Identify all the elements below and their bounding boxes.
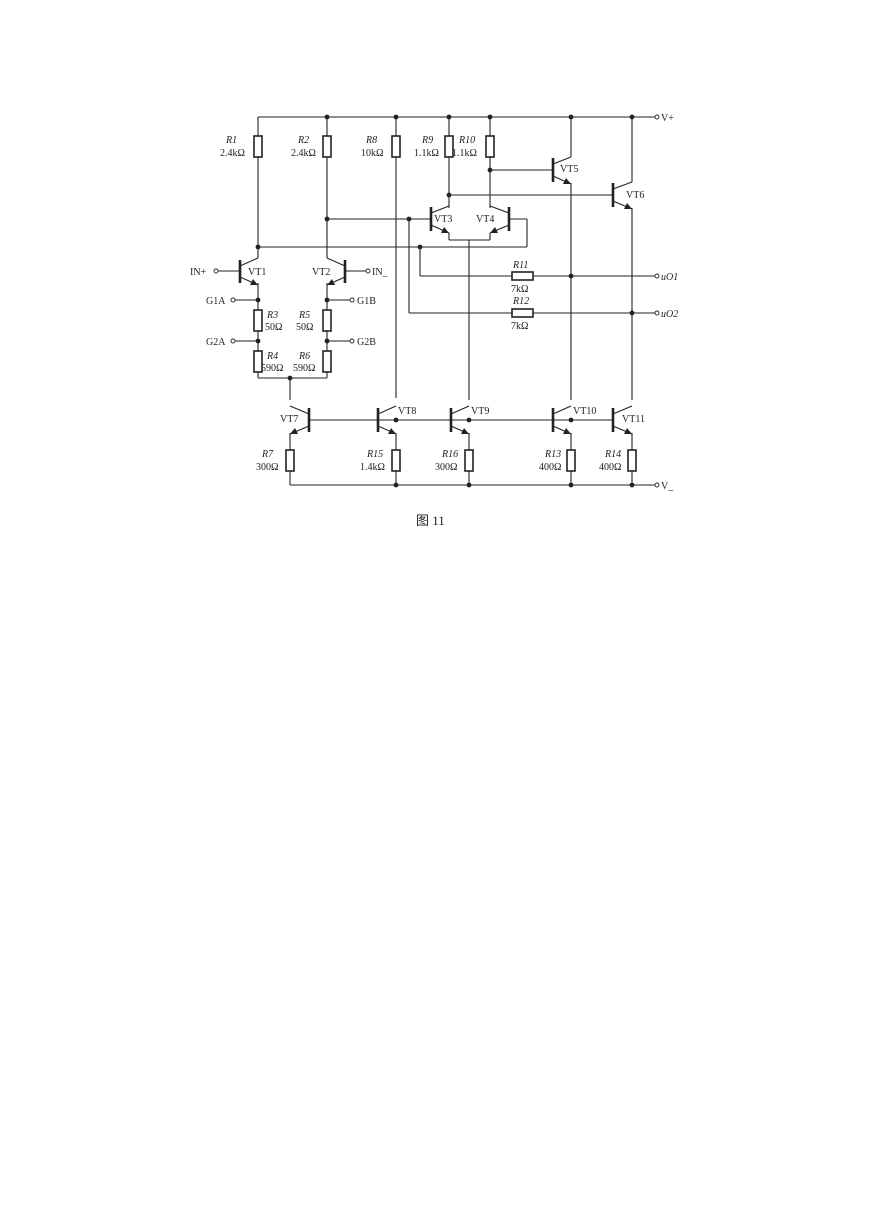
transistor-vt9 (449, 405, 470, 435)
r8-value: 10kΩ (361, 148, 383, 159)
transistor-vt5 (551, 156, 572, 185)
r6-value: 590Ω (293, 363, 315, 374)
transistor-vt3 (429, 205, 450, 234)
resistor-r12 (511, 308, 534, 318)
vt4-label: VT4 (476, 214, 494, 225)
r9-id: R9 (421, 135, 433, 146)
r16-id: R16 (441, 449, 458, 460)
label-g1b: G1B (357, 296, 376, 307)
transistor-vt2 (326, 257, 347, 286)
r15-id: R15 (366, 449, 383, 460)
junctions (255, 114, 635, 488)
r10-id: R10 (458, 135, 475, 146)
resistor-r9 (444, 135, 454, 158)
r12-value: 7kΩ (511, 321, 528, 332)
resistor-r8 (391, 135, 401, 158)
resistor-r14 (627, 449, 637, 472)
transistor-vt11 (611, 405, 633, 435)
vt3-label: VT3 (434, 214, 452, 225)
r5-id: R5 (298, 310, 310, 321)
r11-id: R11 (512, 260, 528, 271)
transistor-vt8 (376, 405, 397, 435)
r2-id: R2 (297, 135, 309, 146)
r9-value: 1.1kΩ (414, 148, 439, 159)
resistor-r16 (464, 449, 474, 472)
resistor-bodies (253, 135, 637, 472)
r10-value: 1.1kΩ (452, 148, 477, 159)
transistor-vt1 (238, 257, 259, 286)
transistor-vt10 (551, 405, 572, 435)
resistor-r6 (322, 350, 332, 373)
r1-value: 2.4kΩ (220, 148, 245, 159)
r6-id: R6 (298, 351, 310, 362)
label-uo2: uO2 (661, 309, 678, 320)
vt1-label: VT1 (248, 267, 266, 278)
label-in-pos: IN+ (190, 267, 207, 278)
resistor-r15 (391, 449, 401, 472)
label-in-neg: IN_ (372, 267, 389, 278)
label-vpos: V+ (661, 113, 674, 124)
r7-value: 300Ω (256, 462, 278, 473)
r8-id: R8 (365, 135, 377, 146)
r3-id: R3 (266, 310, 278, 321)
r4-id: R4 (266, 351, 278, 362)
r14-value: 400Ω (599, 462, 621, 473)
transistor-vt7 (289, 405, 311, 435)
label-vneg: V_ (661, 481, 674, 492)
vt11-label: VT11 (622, 414, 645, 425)
vt7-label: VT7 (280, 414, 298, 425)
transistor-vt4 (489, 205, 511, 234)
r13-id: R13 (544, 449, 561, 460)
r15-value: 1.4kΩ (360, 462, 385, 473)
resistor-r1 (253, 135, 263, 158)
vt6-label: VT6 (626, 190, 644, 201)
r3-value: 50Ω (265, 322, 282, 333)
wires (218, 116, 655, 486)
r7-id: R7 (261, 449, 274, 460)
r12-id: R12 (512, 296, 529, 307)
vt2-label: VT2 (312, 267, 330, 278)
resistor-r5 (322, 309, 332, 332)
label-g2b: G2B (357, 337, 376, 348)
resistor-r7 (285, 449, 295, 472)
label-g2a: G2A (206, 337, 226, 348)
r14-id: R14 (604, 449, 621, 460)
r4-value: 590Ω (261, 363, 283, 374)
resistor-r10 (485, 135, 495, 158)
r2-value: 2.4kΩ (291, 148, 316, 159)
label-g1a: G1A (206, 296, 226, 307)
resistor-r2 (322, 135, 332, 158)
r11-value: 7kΩ (511, 284, 528, 295)
r1-id: R1 (225, 135, 237, 146)
resistor-r11 (511, 271, 534, 281)
r13-value: 400Ω (539, 462, 561, 473)
vt8-label: VT8 (398, 406, 416, 417)
vt10-label: VT10 (573, 406, 596, 417)
terminals (213, 114, 660, 488)
figure-caption: 图 11 (416, 513, 445, 528)
r5-value: 50Ω (296, 322, 313, 333)
transistor-vt6 (611, 181, 633, 210)
vt9-label: VT9 (471, 406, 489, 417)
resistor-r3 (253, 309, 263, 332)
vt5-label: VT5 (560, 164, 578, 175)
label-uo1: uO1 (661, 272, 678, 283)
resistor-r13 (566, 449, 576, 472)
r16-value: 300Ω (435, 462, 457, 473)
resistor-r4 (253, 350, 263, 373)
